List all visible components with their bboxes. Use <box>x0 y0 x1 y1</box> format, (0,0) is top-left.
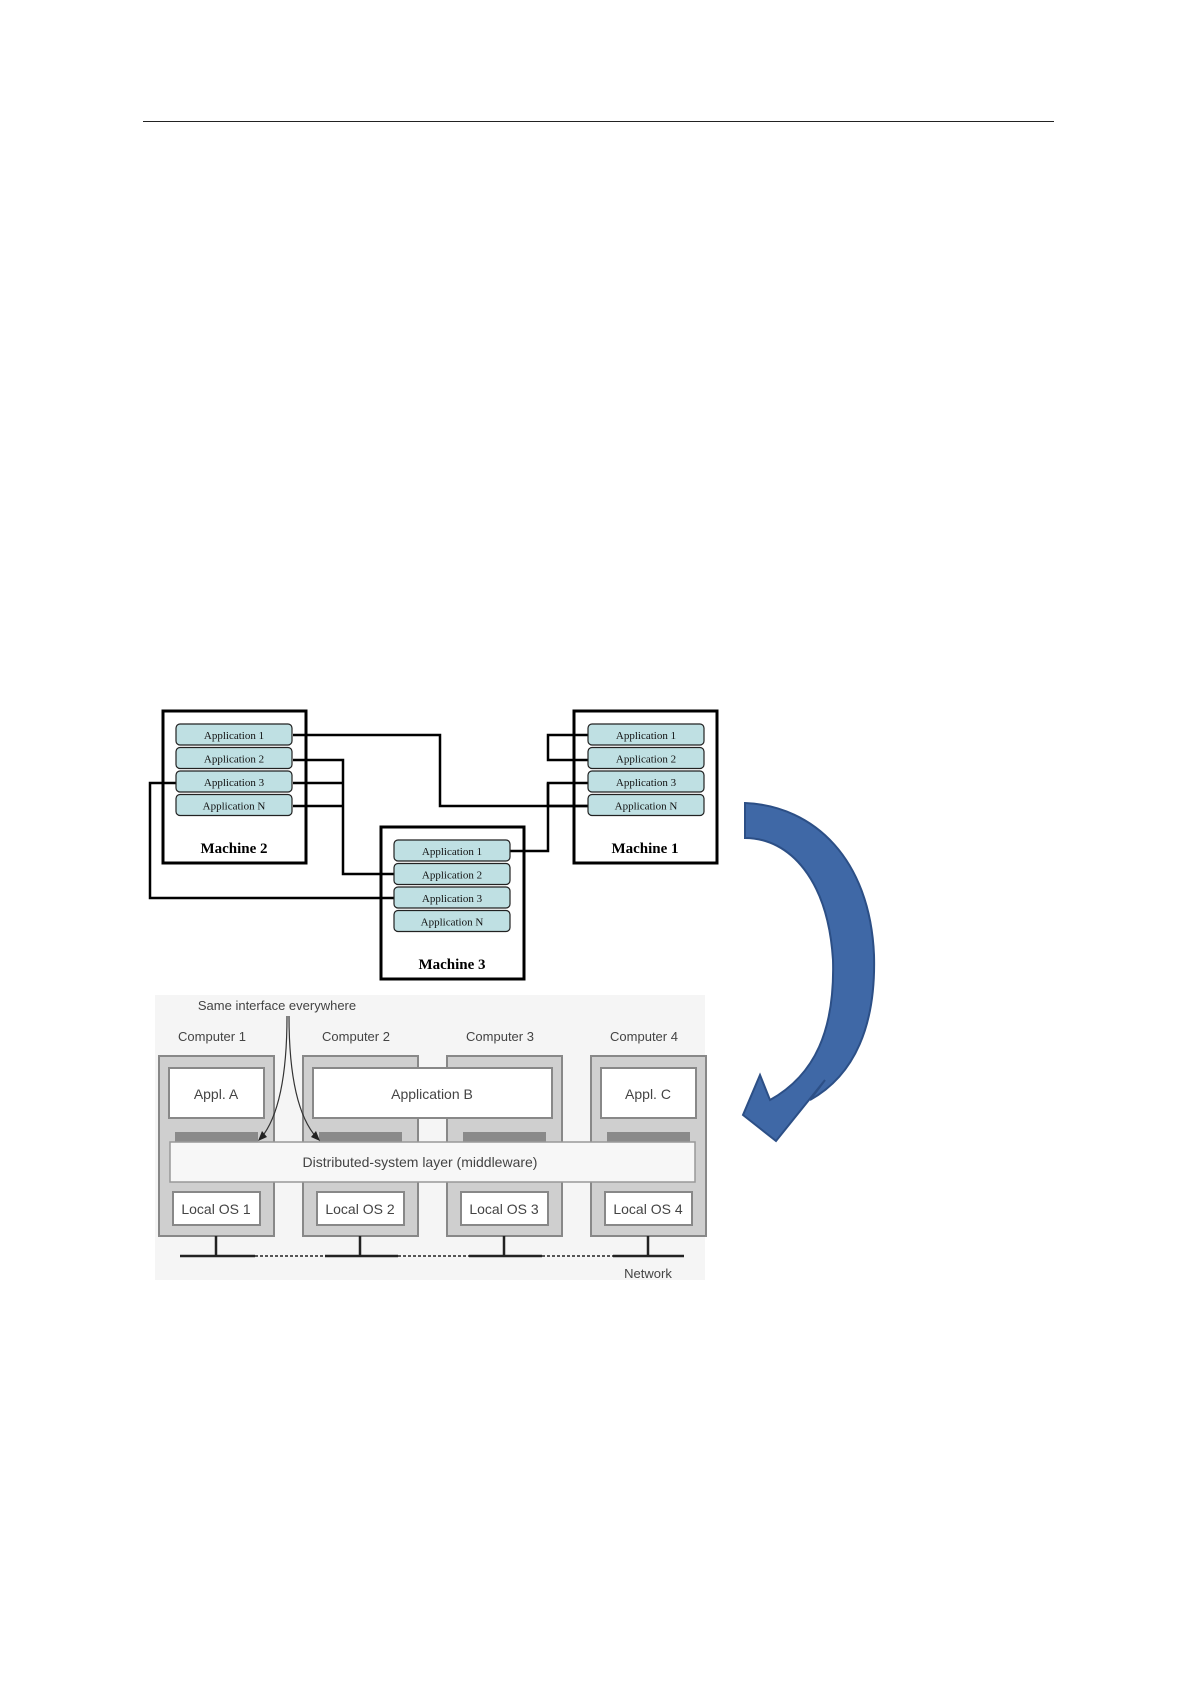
machine-1-app-box <box>587 793 705 817</box>
interface-pointer-right-arrowhead <box>311 1131 320 1141</box>
machine-1-app-box <box>587 723 705 746</box>
local-os-2-label: Local OS 2 <box>325 1201 394 1217</box>
computer-2-label: Computer 2 <box>322 1029 390 1044</box>
header-rule <box>143 121 1054 122</box>
machine-3-app-box <box>393 839 511 862</box>
machine-2-app-box <box>175 723 293 746</box>
appl-c-label: Appl. C <box>625 1086 671 1102</box>
machine-2: Application 1 Application 2 Application 3 A… <box>161 709 308 865</box>
appl-c-box <box>600 1067 697 1119</box>
wire-m1-app1-app2-loop <box>546 733 588 762</box>
local-os-3-label: Local OS 3 <box>469 1201 538 1217</box>
interface-slot-2 <box>319 1132 402 1142</box>
local-os-3-box <box>460 1191 549 1226</box>
bottom-diagram: Same interface everywhere Computer 1 Com… <box>155 995 707 1281</box>
machine-3-app-box <box>393 862 511 886</box>
machine-2-app-box <box>175 746 293 770</box>
machine-2-apps: Application 1 Application 2 Application 3 A… <box>175 723 293 817</box>
interface-slot-3 <box>463 1132 546 1142</box>
machine-3-app-box <box>393 909 511 933</box>
local-os-4-box <box>604 1191 693 1226</box>
local-os-1-box <box>172 1191 261 1226</box>
application-b-box <box>312 1067 553 1119</box>
wire-m3-app1-to-m1-app3 <box>510 781 588 853</box>
network-label: Network <box>624 1266 672 1281</box>
computer-4-label: Computer 4 <box>610 1029 678 1044</box>
machine-1-app-label: Application N <box>615 801 678 813</box>
wire-m1-app3-to-appn <box>546 783 588 808</box>
middleware-layer <box>169 1141 696 1183</box>
machine-3-label: Machine 3 <box>418 957 485 973</box>
appl-a-box <box>168 1067 265 1119</box>
network: Network <box>180 1236 684 1281</box>
machine-2-app-label: Application 2 <box>204 754 264 766</box>
local-os-boxes: Local OS 1 Local OS 2 Local OS 3 Local O… <box>172 1191 693 1226</box>
machine-3-app-box <box>393 886 511 909</box>
machine-1-label: Machine 1 <box>611 841 678 857</box>
computer-1-label: Computer 1 <box>178 1029 246 1044</box>
interface-pointer-left-arrowhead <box>258 1131 267 1141</box>
local-os-1-label: Local OS 1 <box>181 1201 250 1217</box>
machine-2-app-label: Application 3 <box>204 777 265 789</box>
top-diagram: Application 1 Application 2 Application 3 A… <box>148 709 719 981</box>
machine-3-app-label: Application 2 <box>422 870 482 882</box>
local-os-4-label: Local OS 4 <box>613 1201 682 1217</box>
machine-1-app-label: Application 2 <box>616 754 676 766</box>
transition-arrow-icon <box>741 801 876 1143</box>
wire-m2-app2-to-m3-app2 <box>293 758 394 876</box>
machine-3-apps: Application 1 Application 2 Application 3 A… <box>393 839 511 933</box>
machine-2-app-box <box>175 793 293 817</box>
machine-1-app-box <box>587 746 705 770</box>
machine-1-app-label: Application 1 <box>616 730 676 742</box>
application-b-label: Application B <box>391 1086 473 1102</box>
local-os-2-box <box>316 1191 405 1226</box>
computer-3-label: Computer 3 <box>466 1029 534 1044</box>
machine-3-app-label: Application N <box>421 917 484 929</box>
interface-slots <box>175 1132 690 1142</box>
interface-label: Same interface everywhere <box>198 998 356 1013</box>
wire-m2-app1-to-m1-appn <box>293 733 588 808</box>
machine-1-app-label: Application 3 <box>616 777 677 789</box>
machine-1-app-box <box>587 770 705 793</box>
machine-1: Application 1 Application 2 Application 3 A… <box>572 709 719 865</box>
machine-2-label: Machine 2 <box>200 841 267 857</box>
interface-slot-1 <box>175 1132 258 1142</box>
machine-3: Application 1 Application 2 Application 3 A… <box>379 825 526 981</box>
machine-3-app-label: Application 3 <box>422 893 483 905</box>
middleware-label: Distributed-system layer (middleware) <box>303 1154 538 1170</box>
interface-slot-4 <box>607 1132 690 1142</box>
machine-2-app-label: Application 1 <box>204 730 264 742</box>
machine-1-apps: Application 1 Application 2 Application 3 A… <box>587 723 705 817</box>
machine-2-app-box <box>175 770 293 793</box>
interface-pointer-right <box>288 1015 318 1139</box>
machine-2-app-label: Application N <box>203 801 266 813</box>
machine-3-app-label: Application 1 <box>422 846 482 858</box>
interface-pointer-left <box>260 1015 288 1139</box>
appl-a-label: Appl. A <box>194 1086 239 1102</box>
